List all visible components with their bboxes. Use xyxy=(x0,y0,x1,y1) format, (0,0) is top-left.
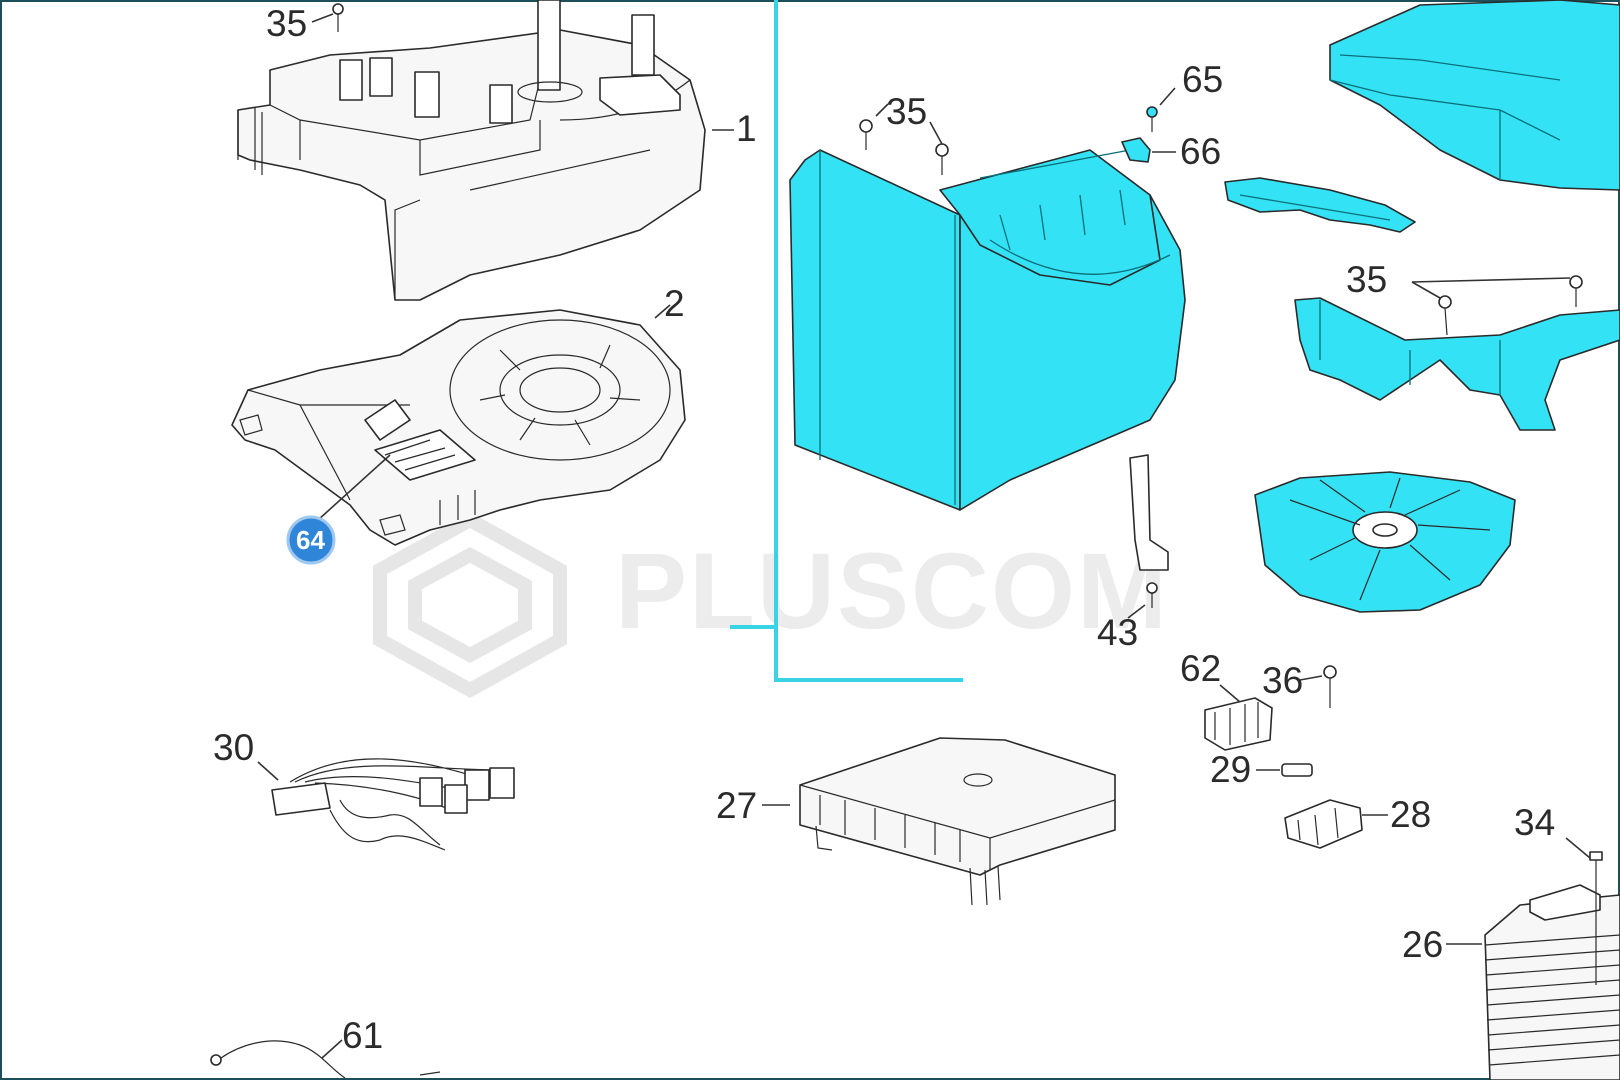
watermark-text: PLUSCOM xyxy=(615,530,1169,651)
callout-26: 26 xyxy=(1402,924,1443,965)
screw-65 xyxy=(1146,106,1158,132)
part-61-sensor-cable xyxy=(210,1040,441,1079)
callout-1: 1 xyxy=(736,108,757,149)
screw-36 xyxy=(1323,665,1337,708)
callout-29: 29 xyxy=(1210,749,1251,790)
callout-62: 62 xyxy=(1180,648,1221,689)
part-shroud-highlighted xyxy=(789,149,1186,511)
callout-66: 66 xyxy=(1180,131,1221,172)
part-62-terminal-block xyxy=(1204,697,1273,751)
part-1-housing xyxy=(237,0,706,301)
callout-43: 43 xyxy=(1097,612,1138,653)
callout-30: 30 xyxy=(213,727,254,768)
part-28-fuse-holder xyxy=(1284,799,1363,849)
part-27-control-box xyxy=(799,737,1116,906)
part-cover-highlighted xyxy=(1329,0,1620,191)
part-bracket-strip-highlighted xyxy=(1224,177,1416,233)
hotspot-64-label: 64 xyxy=(296,525,325,555)
part-2-base xyxy=(231,309,686,546)
callout-35-right: 35 xyxy=(1346,259,1387,300)
callout-27: 27 xyxy=(716,785,757,826)
section-frame xyxy=(730,0,963,682)
screw-35-right xyxy=(1438,275,1583,336)
callout-28: 28 xyxy=(1390,794,1431,835)
callout-61: 61 xyxy=(342,1015,383,1056)
screw-35-top xyxy=(332,3,344,32)
part-29-fuse xyxy=(1281,763,1313,777)
part-43-bracket xyxy=(1129,454,1169,608)
part-26-transformer xyxy=(1484,884,1620,1080)
screw-35-center xyxy=(859,119,949,175)
part-fan-wheel-highlighted xyxy=(1254,471,1516,613)
watermark: PLUSCOM xyxy=(373,511,1169,699)
hotspot-64[interactable]: 64 xyxy=(286,515,336,565)
callout-65: 65 xyxy=(1182,59,1223,100)
clip-66 xyxy=(1121,137,1151,163)
hexagon-logo-icon xyxy=(373,511,567,699)
callout-34: 34 xyxy=(1514,802,1555,843)
part-bracket-highlighted xyxy=(1294,297,1620,431)
bolt-34 xyxy=(1589,851,1603,985)
callout-2: 2 xyxy=(664,283,685,324)
callout-35-center: 35 xyxy=(886,91,927,132)
part-30-harness xyxy=(271,758,515,851)
callout-35-top: 35 xyxy=(266,3,307,44)
callout-36: 36 xyxy=(1262,660,1303,701)
